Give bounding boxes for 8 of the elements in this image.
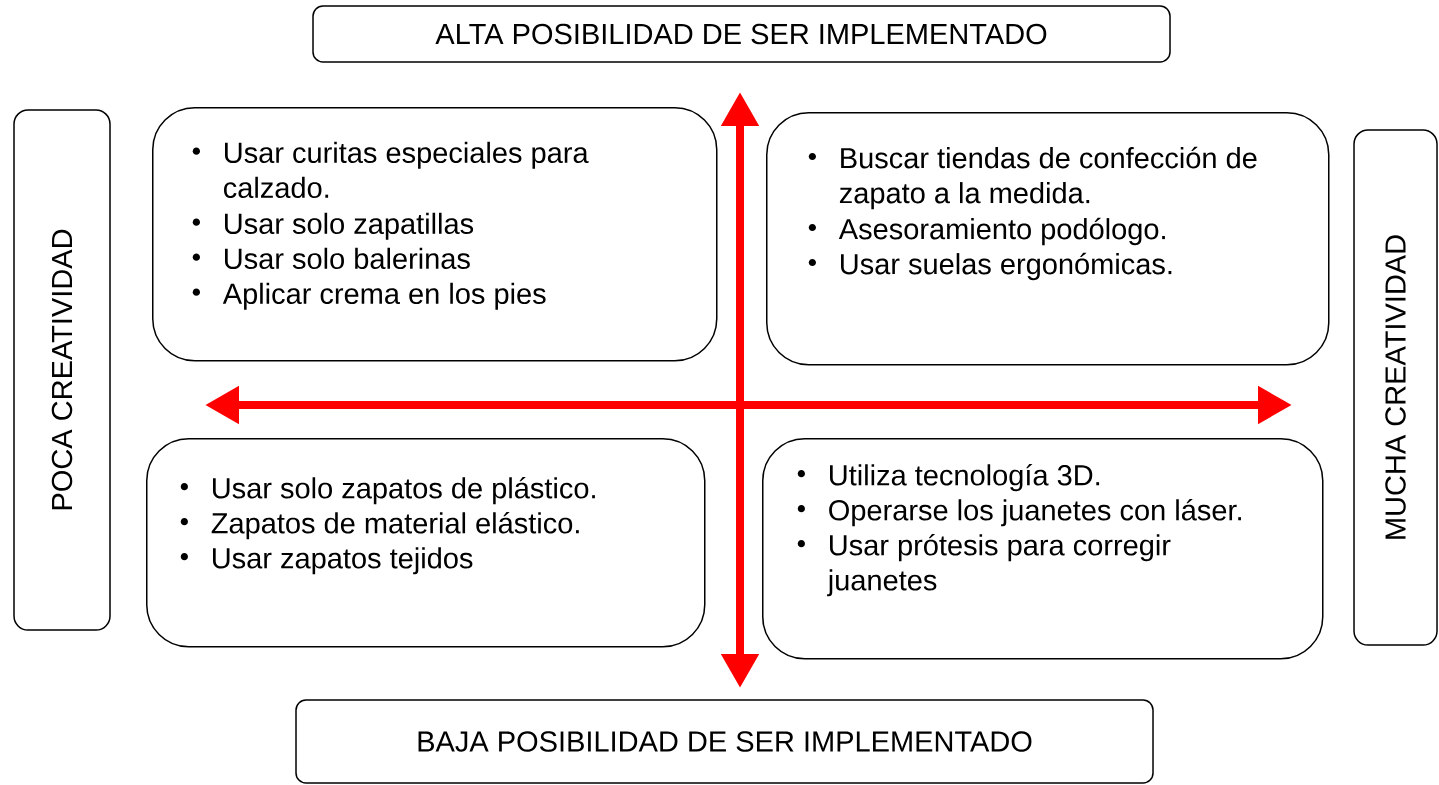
idea-box: Usar curitas especiales para calzado. Usar solo zapatillas Usar solo balerinas Aplicar crema en los pies <box>152 107 718 362</box>
label-box: MUCHA CREATIVIDAD <box>1353 129 1438 646</box>
idea-box: Usar solo zapatos de plástico. Zapatos de material elástico. Usar zapatos tejidos <box>146 438 706 648</box>
idea-box: Utiliza tecnología 3D. Operarse los juanetes con láser. Usar prótesis para corregir juanetes <box>762 438 1324 660</box>
label-box: BAJA POSIBILIDAD DE SER IMPLEMENTADO <box>295 699 1154 784</box>
label-box: ALTA POSIBILIDAD DE SER IMPLEMENTADO <box>312 5 1171 63</box>
label-box: POCA CREATIVIDAD <box>13 109 111 631</box>
idea-box: Buscar tiendas de confección de zapato a la medida. Asesoramiento podólogo. Usar suelas ergonómicas. <box>766 112 1330 366</box>
